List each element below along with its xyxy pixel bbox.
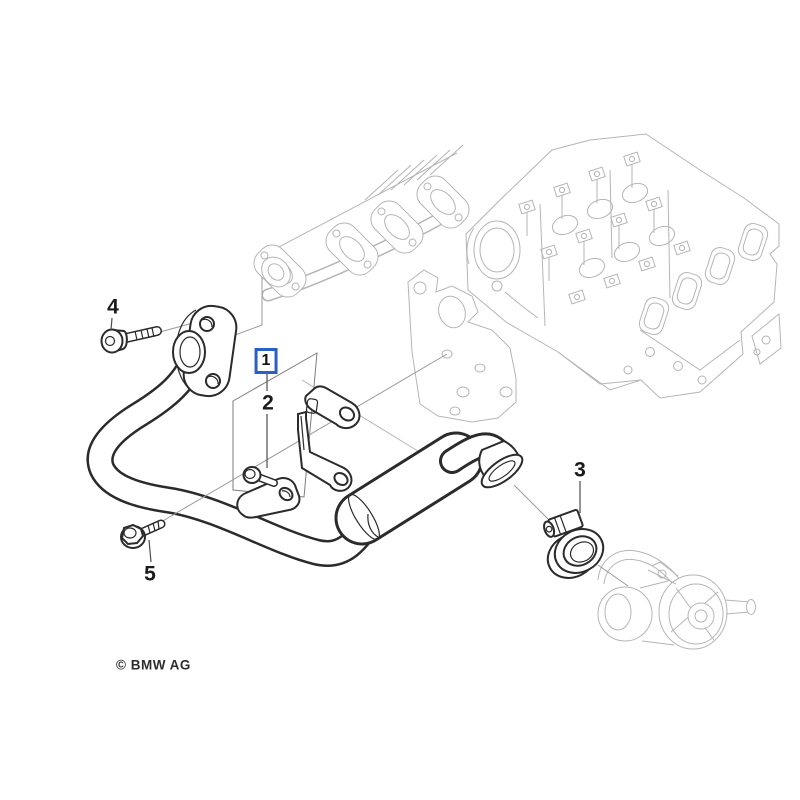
callout-5[interactable]: 5 [144,562,156,586]
hose-clamp [543,508,605,579]
copyright-text: © BMW AG [116,657,191,673]
cylinder-head [465,133,782,399]
resonator-sleeve [334,431,484,546]
pipe-flange [172,304,238,398]
callout-1[interactable]: 1 [254,348,278,374]
bolt-2 [242,466,278,487]
exhaust-manifold [253,144,470,302]
pipe-elbow-flare [439,432,524,489]
callout-4[interactable]: 4 [107,295,119,319]
bolt-4 [100,326,162,354]
welded-tab [236,477,301,519]
callout-2[interactable]: 2 [262,391,274,415]
bolt-5 [120,519,166,549]
leader-lines [110,317,581,563]
egr-pipe [86,340,386,567]
mounting-bracket [297,385,361,492]
egr-valve [597,549,756,650]
callout-3[interactable]: 3 [574,458,586,482]
group-frame [232,352,318,498]
